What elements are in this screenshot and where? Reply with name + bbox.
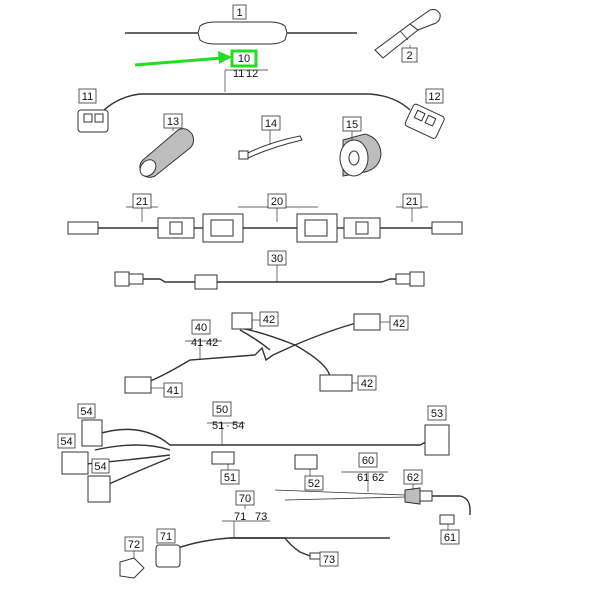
harness-40 [124,312,381,394]
harness-50 [61,419,450,503]
callout-11: 11 [78,88,97,104]
callout-2: 2 [401,47,418,63]
callout-71-label: 71 [160,531,172,543]
callout-70: 70 [235,490,255,506]
sub-label-62: 62 [372,472,384,484]
callout-21-left: 21 [132,193,152,209]
callout-40-label: 40 [195,322,207,334]
callout-21-right: 21 [402,193,422,209]
callout-11-label: 11 [82,91,93,103]
callout-60: 60 [358,452,378,468]
callout-41-label: 41 [167,385,179,397]
callout-13: 13 [163,113,183,129]
callout-14: 14 [261,115,281,131]
callout-53-label: 53 [431,408,443,420]
callout-62: 62 [403,469,423,485]
callout-52-label: 52 [308,478,320,490]
callout-20: 20 [267,193,287,209]
callout-30: 30 [267,250,287,266]
sub-label-54: 54 [232,420,244,432]
callout-60-label: 60 [362,455,374,467]
callout-13-label: 13 [167,116,179,128]
callout-42-top: 42 [259,311,279,327]
callout-10: 10 [230,49,258,68]
callout-61: 61 [440,529,460,545]
callout-20-label: 20 [271,196,283,208]
callout-21-right-label: 21 [406,196,418,208]
harness-30 [114,271,425,290]
sleeve-part [139,128,195,178]
callout-2-label: 2 [406,50,412,62]
harness-60 [274,487,471,525]
callout-41: 41 [163,382,183,398]
callout-15: 15 [342,116,362,132]
callout-50-label: 50 [216,404,228,416]
callout-42-right-label: 42 [393,318,405,330]
callout-70-label: 70 [239,493,251,505]
callout-12: 12 [425,88,444,104]
sub-label-12: 12 [246,68,258,80]
fuse-holder-part [125,21,357,45]
sub-label-51: 51 [212,420,224,432]
callout-54-a: 54 [77,403,96,419]
callout-54-b: 54 [57,433,76,449]
callout-61-label: 61 [444,532,456,544]
callout-53: 53 [427,405,447,421]
callout-51-label: 51 [224,472,236,484]
harness-20-21 [67,213,463,243]
callout-54-c: 54 [91,458,110,474]
callout-62-label: 62 [407,472,419,484]
sub-label-61: 61 [357,472,369,484]
callout-51: 51 [220,469,240,485]
callout-73: 73 [319,551,339,567]
sub-label-42: 42 [206,337,218,349]
sub-label-71: 71 [234,511,246,523]
callout-54-a-label: 54 [80,406,92,418]
callout-71: 71 [156,528,176,544]
callout-73-label: 73 [323,554,335,566]
callout-10-label: 10 [238,53,250,65]
cable-tie-part [238,135,303,160]
callout-52: 52 [304,475,324,491]
callout-30-label: 30 [271,253,283,265]
callout-50: 50 [212,401,232,417]
callout-14-label: 14 [265,118,277,130]
callout-15-label: 15 [346,119,358,131]
harness-70 [119,537,390,579]
fuse-part [374,9,441,59]
callout-21-left-label: 21 [136,196,148,208]
tape-roll-part [339,133,382,177]
callout-42-top-label: 42 [263,314,275,326]
callout-42-right: 42 [389,315,409,331]
callout-72-label: 72 [128,539,140,551]
sub-label-73: 73 [255,511,267,523]
highlight-arrowhead [218,51,232,64]
callout-1: 1 [232,4,247,20]
callout-1-label: 1 [236,7,242,19]
callout-42-bottom-label: 42 [361,378,373,390]
callout-72: 72 [124,536,144,552]
highlight-arrow [134,56,223,67]
callout-54-c-label: 54 [94,461,106,473]
sub-label-dot: · [226,420,230,432]
callout-54-b-label: 54 [60,436,72,448]
callout-40: 40 [191,319,211,335]
harness-11-12 [77,93,445,139]
callout-12-label: 12 [428,91,440,103]
callout-42-bottom: 42 [357,375,377,391]
sub-label-11: 11 [233,68,244,80]
sub-label-41: 41 [191,337,203,349]
